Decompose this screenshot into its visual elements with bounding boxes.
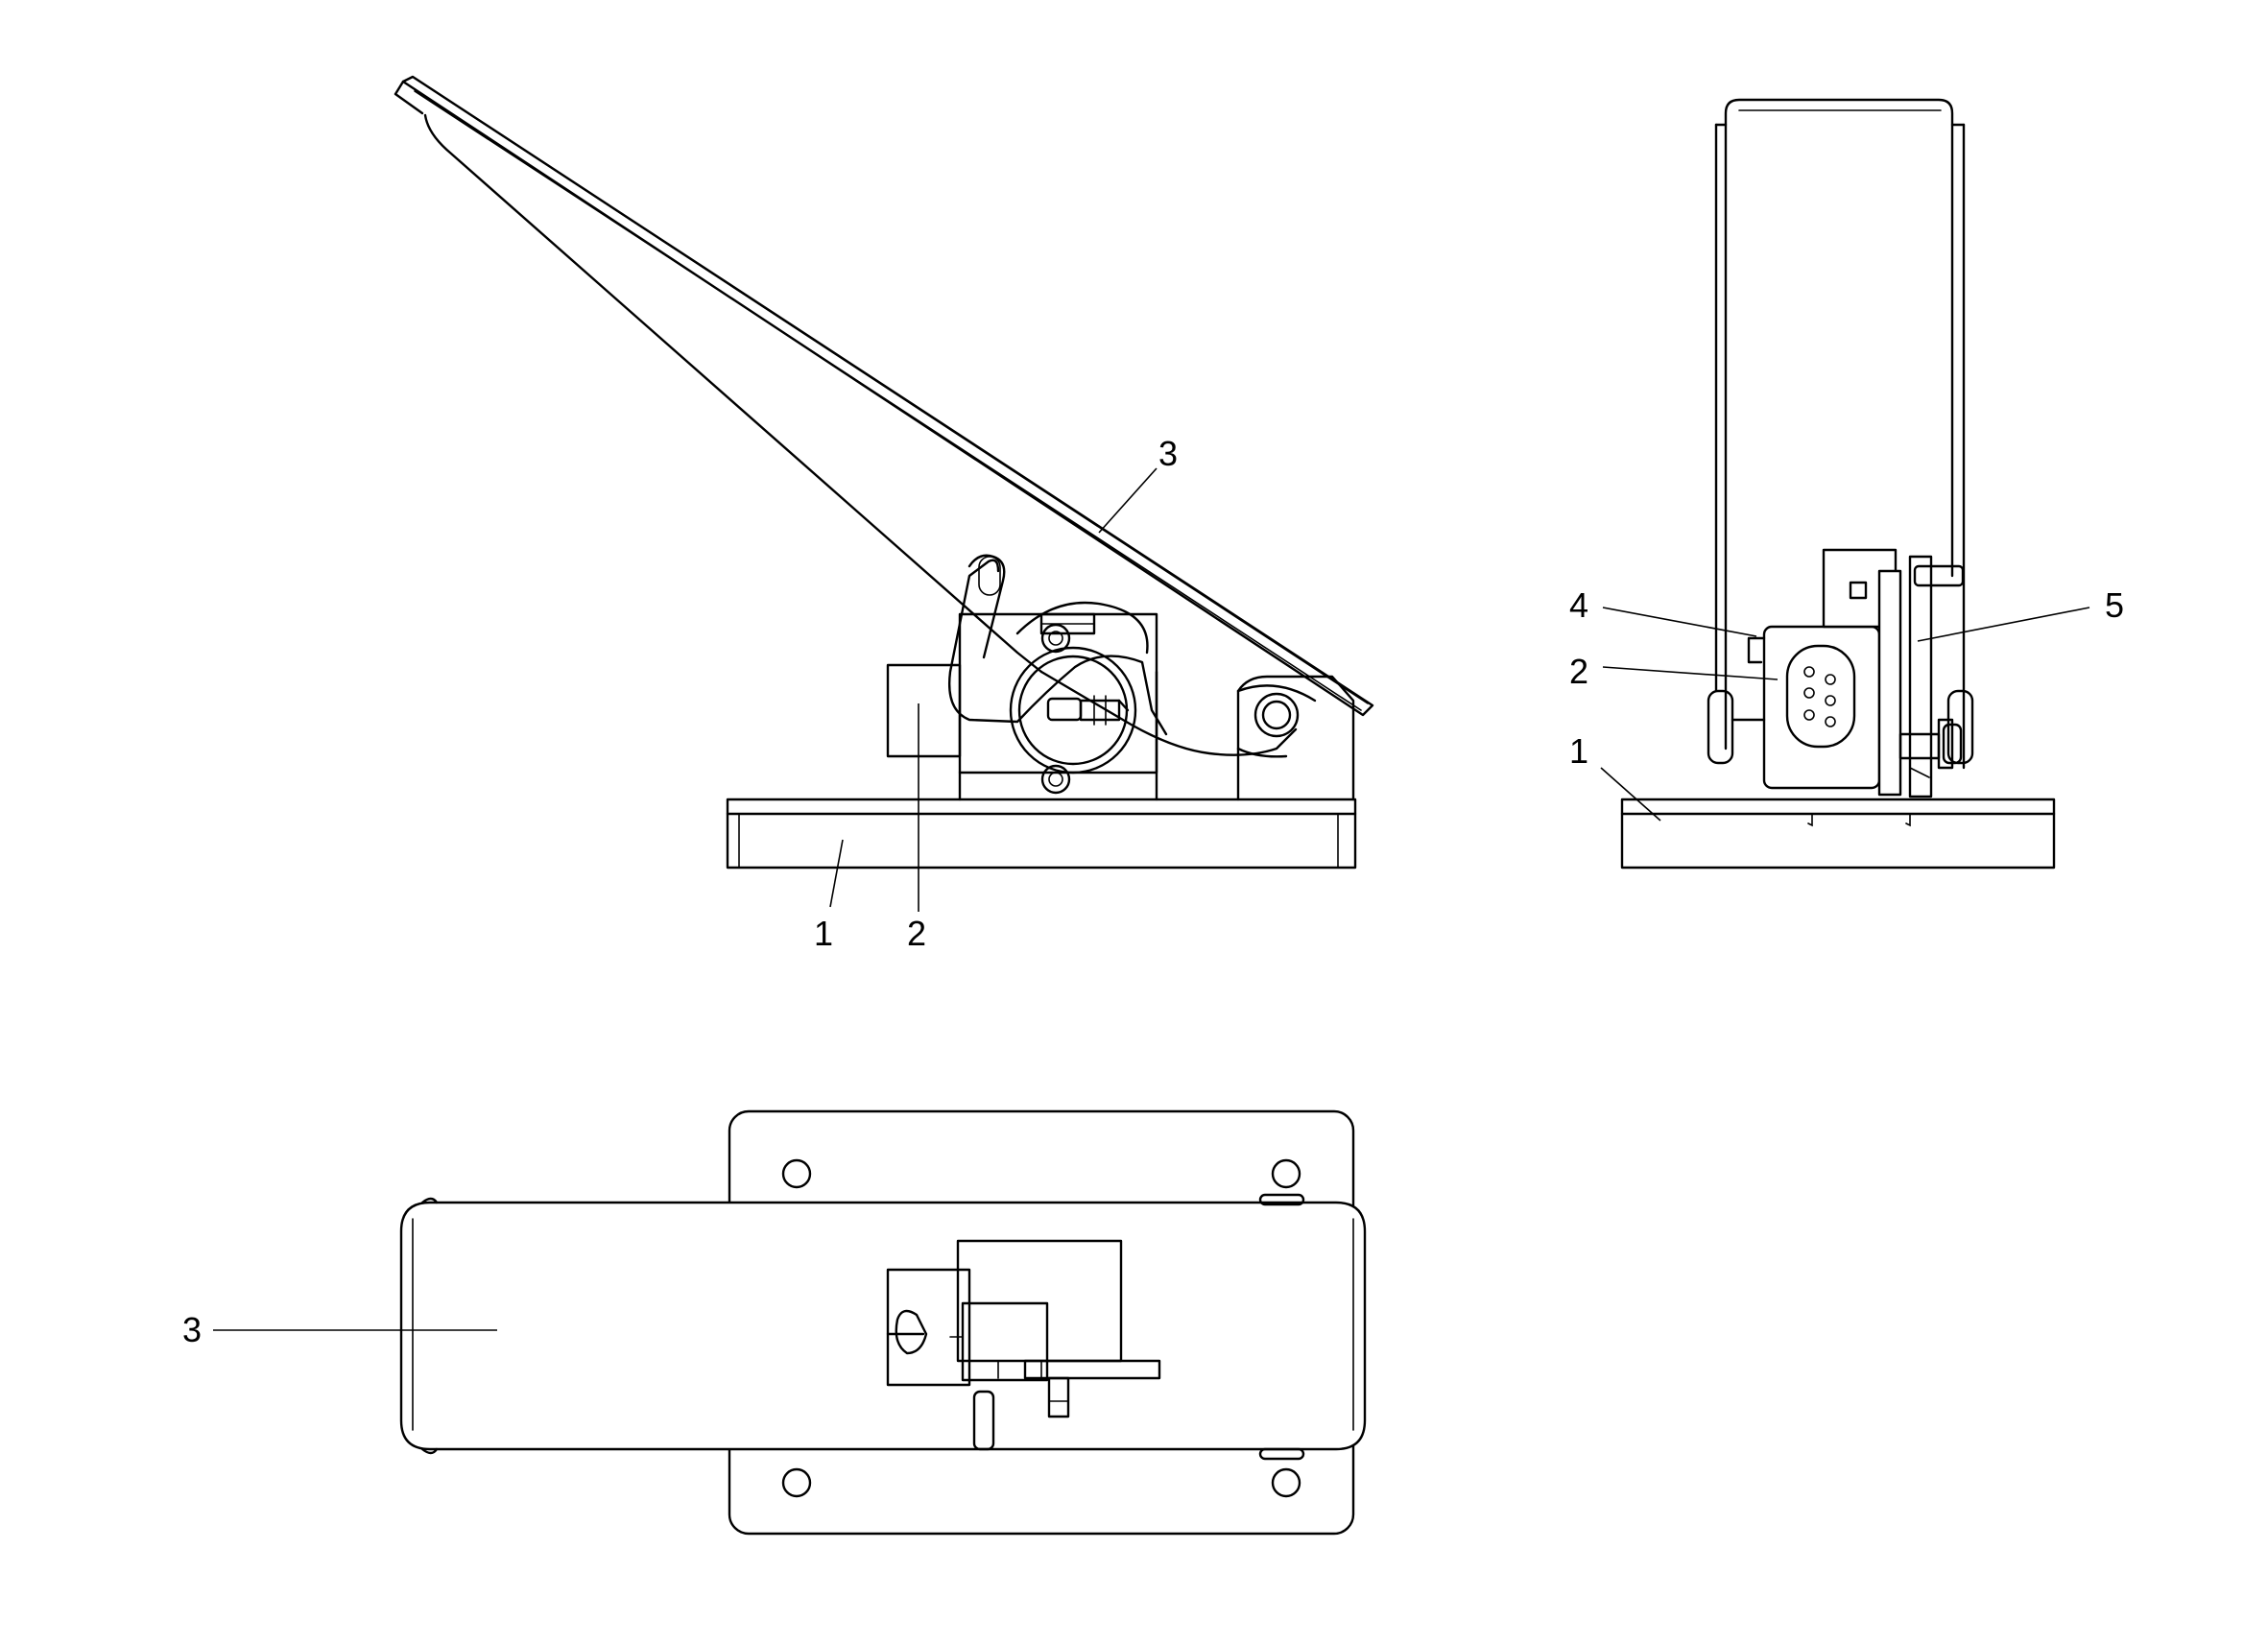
side-callout-2: 2: [907, 914, 926, 953]
side-base-plate: [726, 798, 1357, 870]
top-view: 3: [182, 1109, 1367, 1536]
end-sensor-body: [1747, 548, 1898, 790]
end-pedal-pad: [1714, 98, 1966, 770]
side-callout-3: 3: [1158, 434, 1178, 473]
side-callout-leaders: [829, 467, 1158, 912]
top-pedal-pad: [399, 1193, 1367, 1461]
end-base-plate: [1620, 798, 2056, 870]
end-callout-2: 2: [1569, 652, 1588, 691]
end-callout-leaders: [1600, 607, 2090, 822]
end-view: 4 2 1 5: [1569, 98, 2124, 870]
mounting-hole: [781, 1158, 812, 1189]
mounting-hole: [1271, 1467, 1301, 1498]
side-hinge-bracket: [1236, 675, 1355, 801]
top-callout-3: 3: [182, 1310, 202, 1349]
end-callout-5: 5: [2105, 585, 2124, 625]
mounting-hole: [781, 1467, 812, 1498]
end-callout-1: 1: [1569, 731, 1588, 771]
top-sensor-housing: [886, 1239, 1161, 1451]
side-sensor-rotor: [948, 554, 1168, 795]
side-sensor-housing: [886, 612, 1158, 801]
side-callout-1: 1: [814, 914, 833, 953]
side-view: 3 1 2: [394, 75, 1374, 953]
side-pedal-pad: [394, 75, 1374, 717]
mounting-hole: [1271, 1158, 1301, 1189]
end-callout-4: 4: [1569, 585, 1588, 625]
side-pedal-arm: [423, 113, 1317, 756]
end-shaft-bracket: [1707, 555, 1974, 798]
